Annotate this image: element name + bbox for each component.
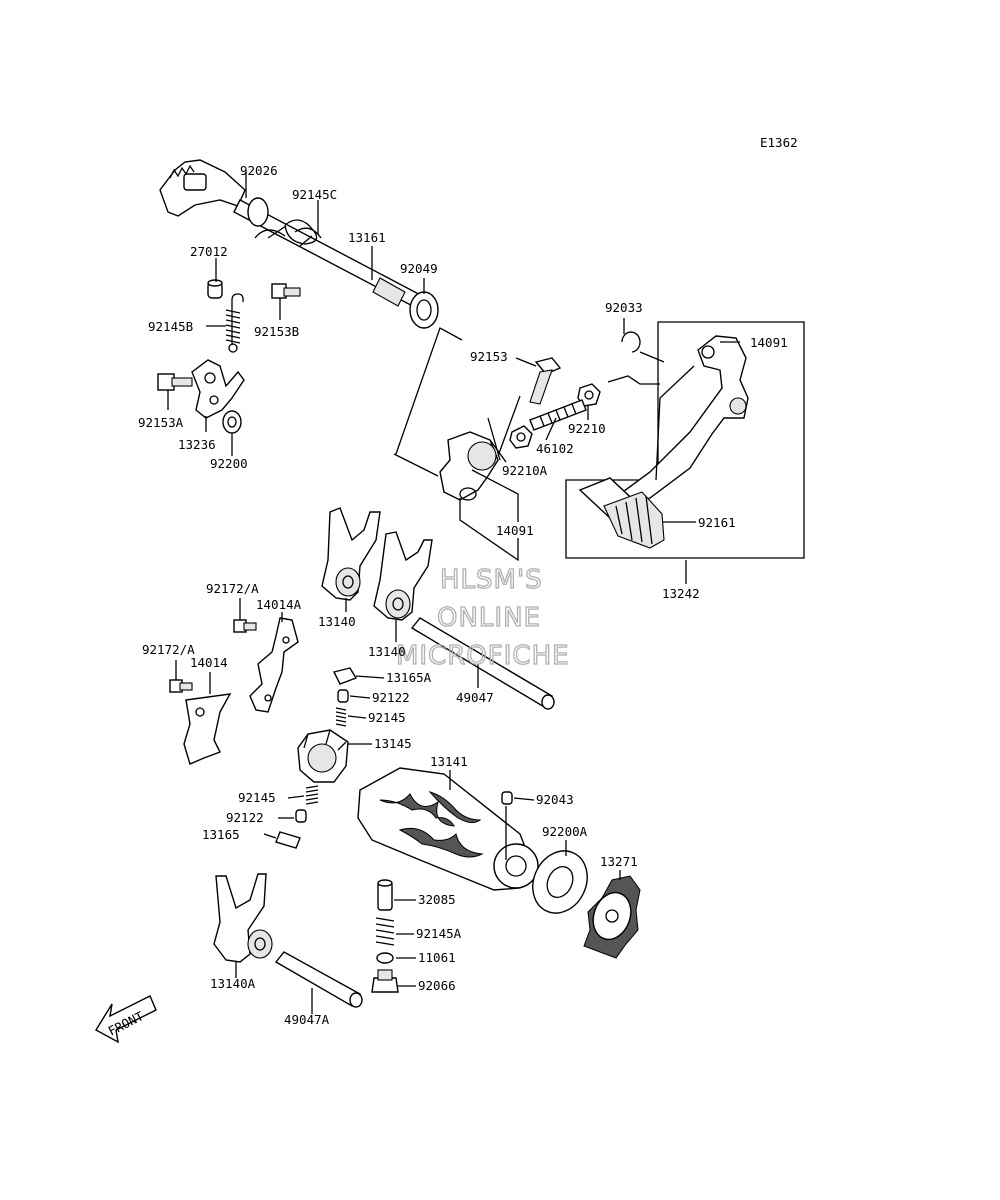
callout-14014: 14014	[190, 655, 228, 670]
pin-27012	[207, 279, 223, 299]
callout-92033: 92033	[605, 300, 643, 315]
spring-92145-upper	[335, 707, 347, 727]
callout-92161: 92161	[698, 515, 736, 530]
oil-seal-92049	[409, 291, 439, 329]
spring-92145-lower	[305, 785, 319, 805]
callout-13140-right: 13140	[368, 644, 406, 659]
fork-13140-left	[321, 507, 381, 601]
plate-13236	[191, 359, 245, 419]
callout-92145C: 92145C	[292, 187, 337, 202]
screw-92172A-upper	[233, 619, 257, 633]
callout-92145-lower: 92145	[238, 790, 276, 805]
callout-13271: 13271	[600, 854, 638, 869]
washer-11061	[376, 952, 394, 964]
leader-lines	[167, 172, 740, 1014]
lever-14091-center	[439, 431, 499, 501]
screw-92172A-lower	[169, 679, 193, 693]
callout-92153B: 92153B	[254, 324, 299, 339]
callout-92145B: 92145B	[148, 319, 193, 334]
watermark-line-3: MICROFICHE	[396, 641, 570, 671]
callout-92145A: 92145A	[416, 926, 462, 941]
spring-92145A	[375, 917, 395, 946]
callout-92122-upper: 92122	[372, 690, 410, 705]
shift-pedal-assembly	[565, 321, 805, 559]
callout-92172A-lower: 92172/A	[142, 642, 195, 657]
callout-13165: 13165	[202, 827, 240, 842]
callout-92153A: 92153A	[138, 415, 184, 430]
washer-92200	[222, 410, 242, 434]
callout-46102: 46102	[536, 441, 574, 456]
callout-92210: 92210	[568, 421, 606, 436]
callout-92145-upper: 92145	[368, 710, 406, 725]
fork-13140-right	[373, 531, 433, 621]
callout-13165A: 13165A	[386, 670, 432, 685]
callout-13161: 13161	[348, 230, 386, 245]
guide-14014A	[249, 617, 299, 713]
bolt-92066	[371, 969, 399, 993]
shift-shaft-assembly	[159, 159, 431, 313]
callout-92026: 92026	[240, 163, 278, 178]
watermark-line-2: ONLINE	[437, 603, 541, 633]
watermark: HLSM'S ONLINE MICROFICHE	[395, 564, 570, 671]
callout-13145: 13145	[374, 736, 412, 751]
callout-49047: 49047	[456, 690, 494, 705]
nut-92210A	[509, 425, 533, 449]
pin-13165	[275, 831, 301, 849]
shaft-49047A	[274, 951, 363, 1008]
callout-14091-pedal: 14091	[750, 335, 788, 350]
circlip-92033	[621, 331, 641, 353]
pin-13165A	[332, 667, 358, 685]
pin-92043	[501, 791, 513, 805]
pin-92122-upper	[337, 689, 349, 703]
front-arrow	[95, 995, 157, 1044]
cam-13271	[583, 875, 641, 959]
callout-92122-lower: 92122	[226, 810, 264, 825]
pin-32085	[377, 879, 393, 911]
drum-13141	[357, 767, 539, 891]
callout-14091-center: 14091	[496, 523, 534, 538]
bolt-92153A	[157, 373, 193, 391]
callout-92066: 92066	[418, 978, 456, 993]
nut-92210	[577, 383, 601, 407]
diagram-code: E1362	[760, 135, 798, 150]
callout-13140A: 13140A	[210, 976, 256, 991]
callout-27012: 27012	[190, 244, 228, 259]
washer-92200A	[532, 850, 588, 914]
callout-14014A: 14014A	[256, 597, 302, 612]
callout-92210A: 92210A	[502, 463, 548, 478]
callout-92043: 92043	[536, 792, 574, 807]
callout-92049: 92049	[400, 261, 438, 276]
callout-13141: 13141	[430, 754, 468, 769]
bolt-92153	[529, 357, 562, 405]
shaft-49047	[410, 617, 555, 710]
callout-13242: 13242	[662, 586, 700, 601]
tie-rod-46102	[529, 399, 587, 431]
pin-92122-lower	[295, 809, 307, 823]
plate-13145	[297, 729, 349, 783]
callout-13140-left: 13140	[318, 614, 356, 629]
callout-13236: 13236	[178, 437, 216, 452]
callout-11061: 11061	[418, 950, 456, 965]
callout-49047A: 49047A	[284, 1012, 330, 1027]
callout-92200A: 92200A	[542, 824, 588, 839]
spring-92145B	[225, 293, 244, 353]
watermark-line-1: HLSM'S	[440, 565, 543, 595]
fork-13140A	[213, 873, 273, 963]
bolt-92153B	[271, 283, 301, 299]
guide-14014	[183, 693, 232, 765]
callout-32085: 32085	[418, 892, 456, 907]
callout-92153: 92153	[470, 349, 508, 364]
callout-labels: E1362 92026 92145C 13161 27012 92049 921…	[138, 135, 798, 1027]
callout-92200: 92200	[210, 456, 248, 471]
callout-92172A-upper: 92172/A	[206, 581, 259, 596]
